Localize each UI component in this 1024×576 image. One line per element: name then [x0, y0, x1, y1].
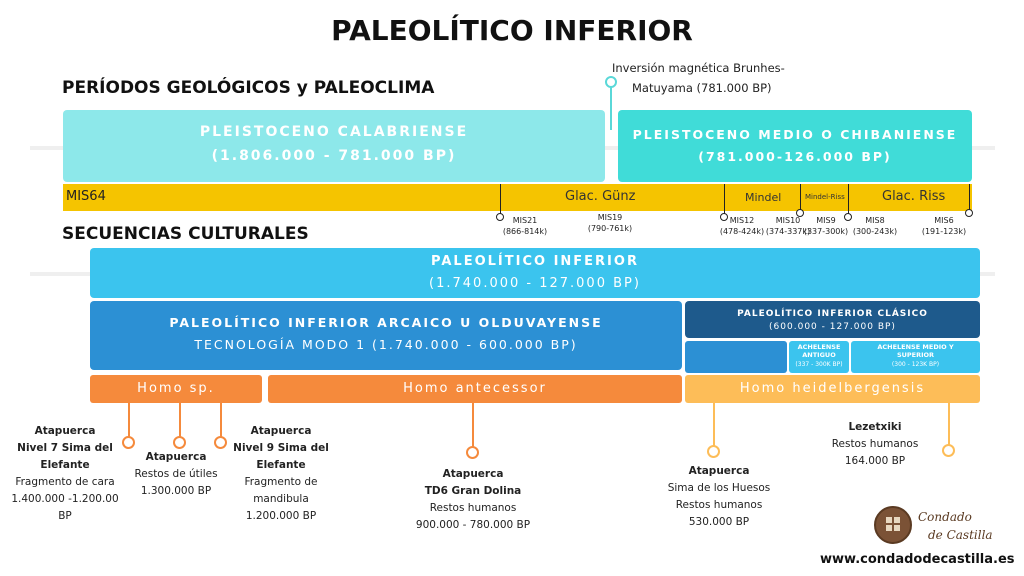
- site-pin-dot: [707, 445, 720, 458]
- mis12-dot: [720, 213, 728, 221]
- mindel-riss-label: Mindel-Riss: [805, 193, 845, 201]
- glac-gunz-label: Glac. Günz: [565, 189, 636, 204]
- homo-antecessor-bar: Homo antecessor: [268, 375, 682, 403]
- mis21-tick: [500, 184, 501, 214]
- site-pin-dot: [214, 436, 227, 449]
- mis10-dot: [796, 209, 804, 217]
- site-pin-line: [179, 403, 181, 437]
- site-pin-dot: [466, 446, 479, 459]
- mis-marker-label: MIS9(337-300k): [803, 216, 849, 236]
- mis-marker-label: MIS8(300-243k): [852, 216, 898, 236]
- clasico-box: PALEOLÍTICO INFERIOR CLÁSICO (600.000 - …: [685, 301, 980, 338]
- mis-marker-label: MIS10(374-337k): [765, 216, 811, 236]
- arcaico-name: PALEOLÍTICO INFERIOR ARCAICO U OLDUVAYEN…: [169, 315, 603, 330]
- site-pin-line: [220, 403, 222, 437]
- mindel-label: Mindel: [745, 191, 782, 204]
- mis-marker-label: MIS6(191-123k): [921, 216, 967, 236]
- inversion-line-2: Matuyama (781.000 BP): [632, 81, 772, 95]
- geo-section-heading: PERÍODOS GEOLÓGICOS y PALEOCLIMA: [62, 78, 435, 98]
- site-pin-line: [713, 403, 715, 446]
- mis-marker-label: MIS21(866-814k): [502, 216, 548, 236]
- chibaniense-box: PLEISTOCENO MEDIO O CHIBANIENSE (781.000…: [618, 110, 972, 182]
- inversion-pin-dot: [605, 76, 617, 88]
- inversion-pin-line: [610, 80, 612, 130]
- clasico-dates: (600.000 - 127.000 BP): [769, 322, 896, 332]
- homo-heidelbergensis-bar: Homo heidelbergensis: [685, 375, 980, 403]
- mis-band: [63, 184, 972, 211]
- achelense-medio-box: ACHELENSE MEDIO Y SUPERIOR (300 - 123K B…: [851, 341, 980, 373]
- mis6-dot: [965, 209, 973, 217]
- condado-logo-text: Condado de Castilla: [918, 510, 993, 542]
- clasico-early-block: [685, 341, 787, 373]
- calabriense-dates: (1.806.000 - 781.000 BP): [211, 148, 457, 164]
- clasico-name: PALEOLÍTICO INFERIOR CLÁSICO: [737, 309, 928, 319]
- chibaniense-dates: (781.000-126.000 BP): [698, 149, 892, 164]
- site-pin-line: [948, 403, 950, 445]
- inversion-note: Inversión magnética Brunhes- Matuyama (7…: [612, 58, 785, 98]
- paleolitico-inferior-dates: (1.740.000 - 127.000 BP): [429, 276, 641, 291]
- page-title: PALEOLÍTICO INFERIOR: [331, 14, 693, 47]
- paleolitico-inferior-name: PALEOLÍTICO INFERIOR: [431, 254, 639, 269]
- site-pin-dot: [122, 436, 135, 449]
- mis21-dot: [496, 213, 504, 221]
- site-pin-dot: [942, 444, 955, 457]
- calabriense-box: PLEISTOCENO CALABRIENSE (1.806.000 - 781…: [63, 110, 605, 182]
- mis-band-start: MIS64: [66, 189, 106, 204]
- chibaniense-name: PLEISTOCENO MEDIO O CHIBANIENSE: [632, 127, 958, 142]
- site-pin-line: [128, 403, 130, 437]
- calabriense-name: PLEISTOCENO CALABRIENSE: [199, 124, 469, 140]
- arcaico-box: PALEOLÍTICO INFERIOR ARCAICO U OLDUVAYEN…: [90, 301, 682, 370]
- mis8-dot: [844, 213, 852, 221]
- arcaico-tech: TECNOLOGÍA MODO 1 (1.740.000 - 600.000 B…: [194, 337, 578, 352]
- paleolitico-inferior-box: PALEOLÍTICO INFERIOR (1.740.000 - 127.00…: [90, 248, 980, 298]
- cultural-section-heading: SECUENCIAS CULTURALES: [62, 224, 309, 244]
- mis-marker-label: MIS19(790-761k): [587, 213, 633, 233]
- mis8-tick: [848, 184, 849, 214]
- mis10-tick: [800, 184, 801, 210]
- glac-riss-label: Glac. Riss: [882, 189, 946, 204]
- site-pin-dot: [173, 436, 186, 449]
- condado-logo-emblem: [874, 506, 912, 544]
- website-link[interactable]: www.condadodecastilla.es: [820, 552, 1015, 567]
- achelense-antiguo-box: ACHELENSE ANTIGUO (337 - 300K BP): [789, 341, 849, 373]
- mis-marker-label: MIS12(478-424k): [719, 216, 765, 236]
- inversion-line-1: Inversión magnética Brunhes-: [612, 61, 785, 75]
- site-pin-line: [472, 403, 474, 447]
- mis12-tick: [724, 184, 725, 214]
- homo-sp-bar: Homo sp.: [90, 375, 262, 403]
- mis6-tick: [969, 184, 970, 210]
